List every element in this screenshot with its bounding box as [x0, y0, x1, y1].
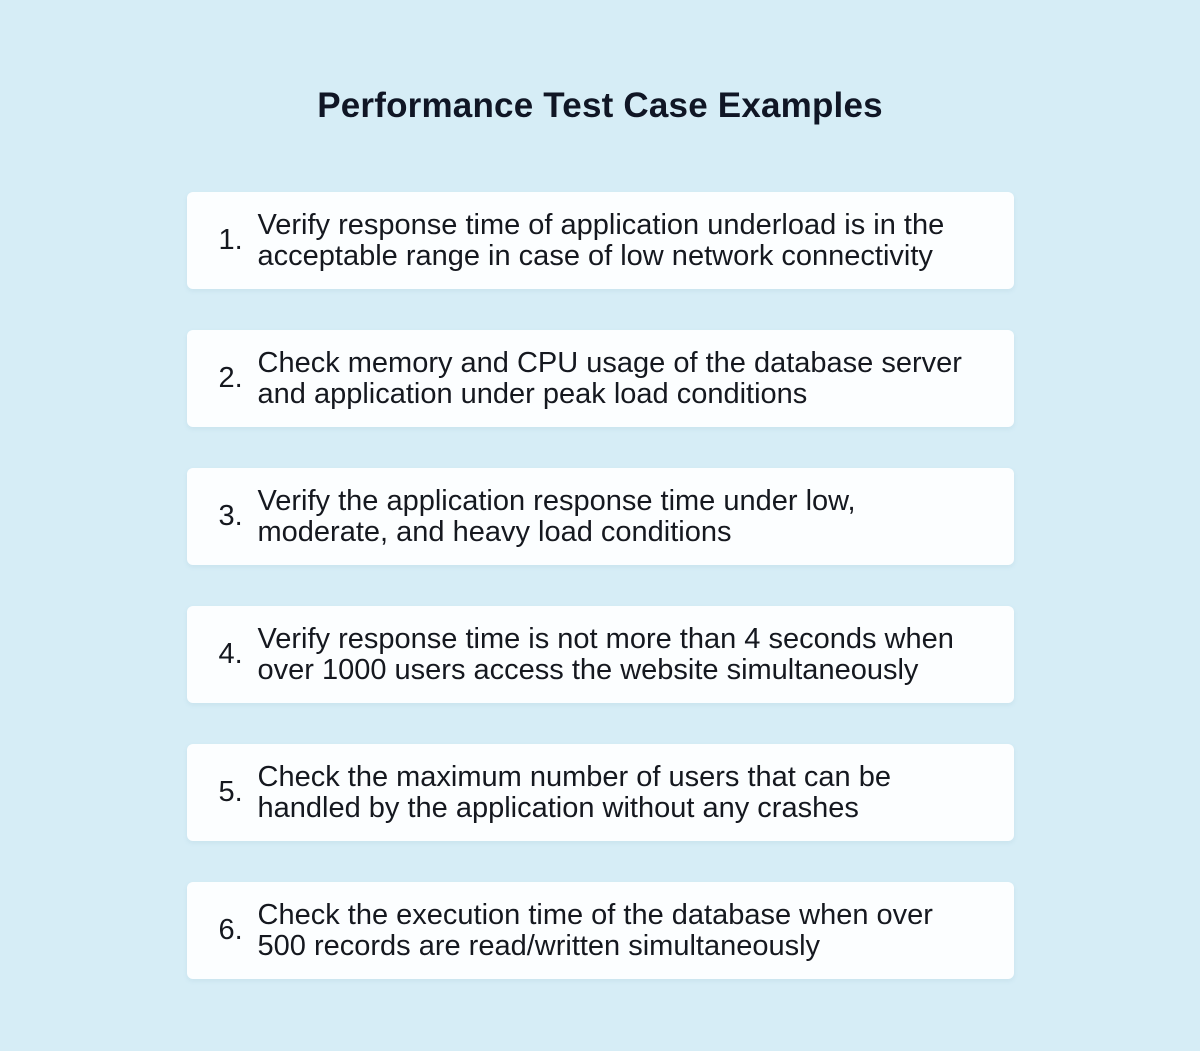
test-case-number: 1.	[218, 224, 243, 256]
test-case-list: 1. Verify response time of application u…	[186, 192, 1014, 979]
test-case-card-5: 5. Check the maximum number of users tha…	[186, 744, 1014, 841]
test-case-card-2: 2. Check memory and CPU usage of the dat…	[186, 330, 1014, 427]
test-case-card-4: 4. Verify response time is not more than…	[186, 606, 1014, 703]
test-case-text: Check the execution time of the database…	[257, 898, 933, 962]
test-case-card-1: 1. Verify response time of application u…	[186, 192, 1014, 289]
test-case-card-3: 3. Verify the application response time …	[186, 468, 1014, 565]
test-case-text: Verify response time is not more than 4 …	[257, 622, 954, 686]
test-case-number: 2.	[218, 362, 243, 394]
infographic: Performance Test Case Examples 1. Verify…	[186, 86, 1014, 979]
page-title: Performance Test Case Examples	[317, 86, 883, 125]
test-case-text: Verify the application response time und…	[257, 484, 856, 548]
test-case-number: 4.	[218, 638, 243, 670]
test-case-number: 3.	[218, 500, 243, 532]
test-case-text: Verify response time of application unde…	[257, 208, 945, 272]
test-case-number: 5.	[218, 776, 243, 808]
test-case-number: 6.	[218, 914, 243, 946]
test-case-text: Check the maximum number of users that c…	[257, 760, 891, 824]
test-case-card-6: 6. Check the execution time of the datab…	[186, 882, 1014, 979]
test-case-text: Check memory and CPU usage of the databa…	[257, 346, 962, 410]
